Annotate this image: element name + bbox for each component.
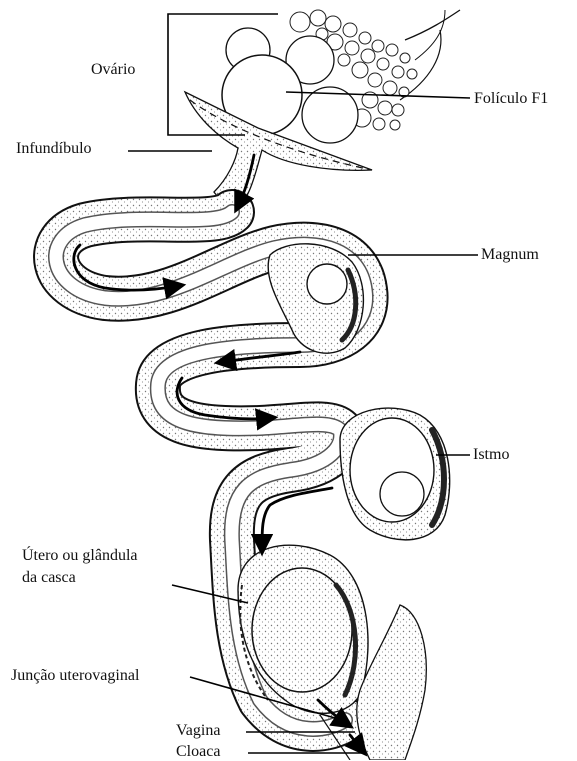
label-magnum: Magnum (481, 245, 539, 264)
isthmus-egg-yolk (380, 472, 424, 516)
label-foliculo-f1: Folículo F1 (474, 89, 548, 108)
label-istmo: Istmo (473, 445, 509, 464)
label-ovario: Ovário (91, 60, 135, 79)
label-vagina: Vagina (176, 721, 220, 740)
label-cloaca: Cloaca (176, 742, 220, 761)
magnum-egg (307, 264, 347, 304)
ovary (222, 10, 460, 143)
isthmus-chamber (340, 408, 450, 540)
label-infundibulo: Infundíbulo (16, 139, 92, 158)
label-juncao-uterovaginal: Junção uterovaginal (11, 666, 139, 685)
label-utero-line2: da casca (22, 568, 76, 587)
label-utero-line1: Útero ou glândula (22, 546, 138, 565)
